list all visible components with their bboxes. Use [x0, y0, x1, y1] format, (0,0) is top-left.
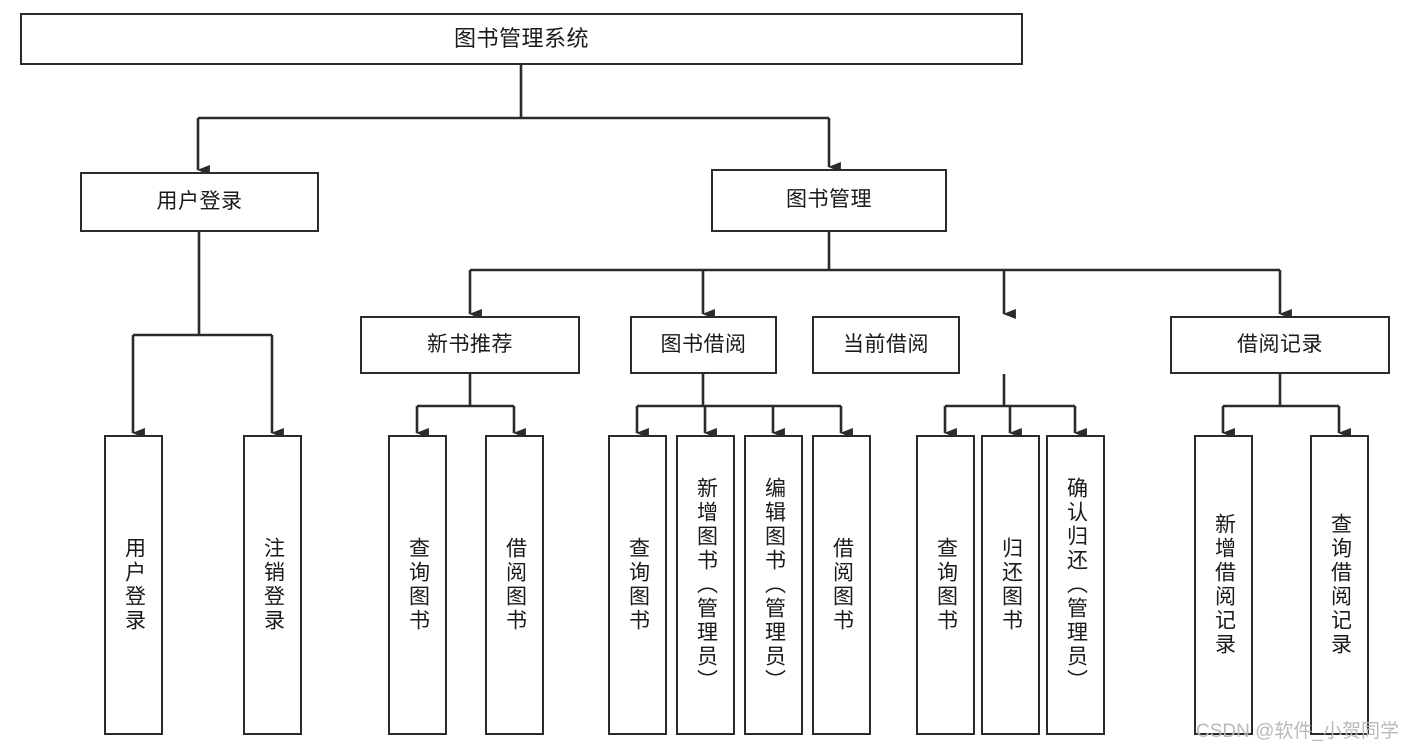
- node-book-borrow[interactable]: 图书借阅: [630, 316, 777, 374]
- node-leaf-add-book-admin[interactable]: 新增图书（管理员）: [676, 435, 735, 735]
- node-borrow-record[interactable]: 借阅记录: [1170, 316, 1390, 374]
- node-leaf-query-borrow-record[interactable]: 查询借阅记录: [1310, 435, 1369, 735]
- node-label: 借阅记录: [1237, 332, 1323, 356]
- node-label: 图书借阅: [660, 332, 747, 356]
- node-label: 新书推荐: [427, 332, 513, 356]
- node-leaf-query-book-1[interactable]: 查询图书: [388, 435, 447, 735]
- node-leaf-user-login[interactable]: 用户登录: [104, 435, 163, 735]
- node-new-book-recommend[interactable]: 新书推荐: [360, 316, 580, 374]
- node-label: 归还图书: [999, 537, 1023, 633]
- node-label: 查询图书: [406, 537, 430, 633]
- node-leaf-logout[interactable]: 注销登录: [243, 435, 302, 735]
- node-label: 注销登录: [261, 537, 285, 633]
- node-label: 借阅图书: [503, 537, 527, 633]
- node-leaf-borrow-book-1[interactable]: 借阅图书: [485, 435, 544, 735]
- node-label: 新增借阅记录: [1212, 513, 1236, 657]
- node-label: 用户登录: [156, 189, 243, 213]
- node-label: 图书管理: [786, 188, 872, 212]
- node-label: 新增图书（管理员）: [694, 477, 718, 693]
- node-label: 查询图书: [934, 537, 958, 633]
- node-book-manage[interactable]: 图书管理: [711, 169, 947, 232]
- node-root-system[interactable]: 图书管理系统: [20, 13, 1023, 65]
- node-current-borrow[interactable]: 当前借阅: [812, 316, 960, 374]
- node-leaf-edit-book-admin[interactable]: 编辑图书（管理员）: [744, 435, 803, 735]
- node-label: 查询图书: [626, 537, 650, 633]
- node-leaf-query-book-3[interactable]: 查询图书: [916, 435, 975, 735]
- node-leaf-add-borrow-record[interactable]: 新增借阅记录: [1194, 435, 1253, 735]
- watermark-text: CSDN @软件_小贺同学: [1196, 721, 1399, 742]
- node-label: 图书管理系统: [453, 26, 589, 52]
- node-leaf-return-book[interactable]: 归还图书: [981, 435, 1040, 735]
- node-leaf-confirm-return-admin[interactable]: 确认归还（管理员）: [1046, 435, 1105, 735]
- node-user-login[interactable]: 用户登录: [80, 172, 319, 232]
- node-label: 编辑图书（管理员）: [762, 477, 786, 693]
- node-leaf-query-book-2[interactable]: 查询图书: [608, 435, 667, 735]
- node-label: 确认归还（管理员）: [1064, 477, 1088, 693]
- node-label: 用户登录: [122, 537, 146, 633]
- node-label: 当前借阅: [843, 332, 929, 356]
- node-label: 查询借阅记录: [1328, 513, 1352, 657]
- node-label: 借阅图书: [830, 537, 854, 633]
- node-leaf-borrow-book-2[interactable]: 借阅图书: [812, 435, 871, 735]
